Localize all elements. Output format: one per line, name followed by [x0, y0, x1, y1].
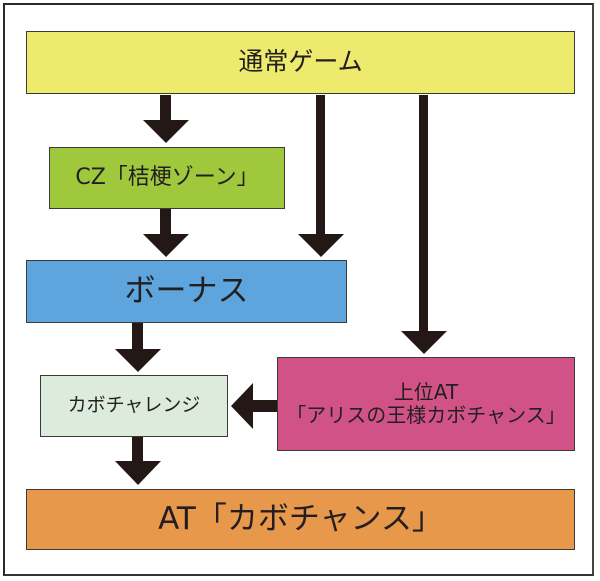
- node-label-line1: 上位AT: [393, 380, 459, 404]
- node-cz-kikyo-zone: CZ「桔梗ゾーン」: [49, 147, 285, 209]
- node-label: カボチャレンジ: [67, 394, 201, 417]
- node-at-kabochance: AT「カボチャンス」: [26, 489, 575, 550]
- node-bonus: ボーナス: [26, 260, 347, 323]
- diagram-frame: [3, 3, 594, 576]
- node-upper-at: 上位AT 「アリスの王様カボチャンス」: [277, 357, 575, 451]
- arrow-normal-to-upper-at: [401, 95, 447, 354]
- node-label: AT「カボチャンス」: [158, 500, 443, 537]
- arrow-upper-at-to-challenge: [231, 383, 278, 429]
- node-kabo-challenge: カボチャレンジ: [40, 375, 228, 437]
- node-label-line2: 「アリスの王様カボチャンス」: [286, 403, 566, 427]
- node-label: 通常ゲーム: [238, 47, 363, 77]
- node-label: ボーナス: [124, 272, 249, 309]
- arrow-challenge-to-at: [115, 437, 161, 485]
- arrow-normal-to-bonus: [298, 95, 344, 257]
- arrow-cz-to-bonus: [143, 209, 189, 257]
- node-label: CZ「桔梗ゾーン」: [75, 165, 259, 191]
- arrow-bonus-to-challenge: [115, 323, 161, 372]
- node-normal-game: 通常ゲーム: [26, 31, 575, 94]
- arrow-normal-to-cz: [143, 95, 189, 143]
